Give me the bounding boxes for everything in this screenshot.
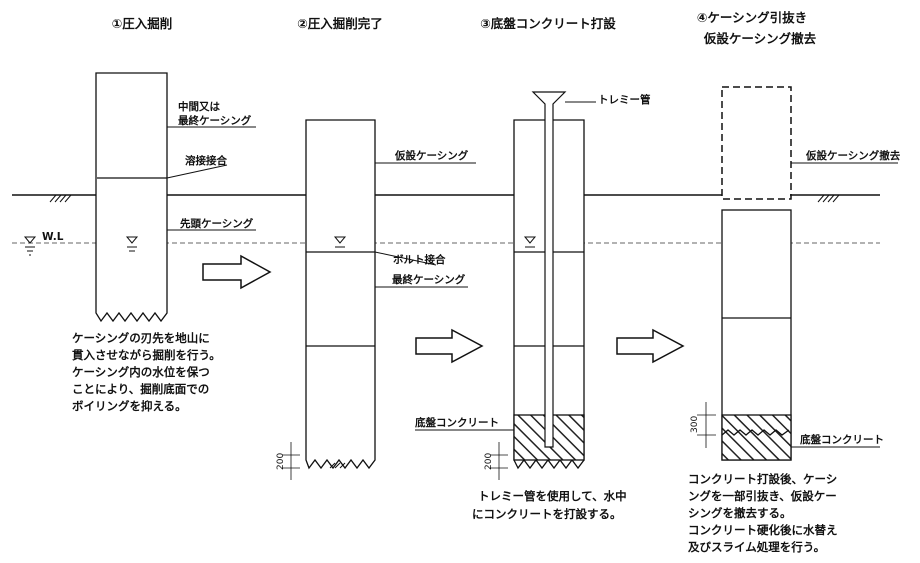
svg-text:にコンクリートを打設する。: にコンクリートを打設する。 <box>472 507 622 521</box>
step4-note: コンクリート打設後、ケーシ ングを一部引抜き、仮設ケー シングを撤去する。 コン… <box>688 472 838 554</box>
step3-title: ③底盤コンクリート打設 <box>480 16 616 31</box>
step1-note: ケーシングの刃先を地山に 貫入させながら掘削を行う。 ケーシング内の水位を保つ … <box>72 331 221 413</box>
step1-label-intermediate: 中間又は <box>178 100 220 113</box>
water-level-label: W.L <box>42 231 64 243</box>
step2-leaders <box>374 162 476 288</box>
step4-bottom-concrete <box>721 414 792 461</box>
step1-label-weld: 溶接接合 <box>185 154 227 167</box>
step3-leaders <box>415 101 596 431</box>
step2-label-temp: 仮設ケーシング <box>394 149 469 162</box>
step4-removed-casing-outline <box>721 86 792 200</box>
svg-text:ことにより、掘削底面での: ことにより、掘削底面での <box>72 382 209 396</box>
step4-label-concrete: 底盤コンクリート <box>800 433 884 446</box>
step1-label-tip: 先頭ケーシング <box>180 217 254 230</box>
step4-leaders <box>791 162 898 448</box>
step1-casing <box>95 72 168 323</box>
arrow-step2-to-step3 <box>415 328 484 364</box>
step3-dimension <box>490 442 508 480</box>
ground-hatch-marks <box>49 194 840 203</box>
step1-water-symbol <box>125 236 139 252</box>
step1-leaders <box>166 126 256 231</box>
step3-label-concrete: 底盤コンクリート <box>415 416 499 429</box>
svg-text:ケーシング内の水位を保つ: ケーシング内の水位を保つ <box>72 365 210 379</box>
step4-label-removed: 仮設ケーシング撤去 <box>805 149 901 162</box>
step2-dimension-label: 200 <box>276 453 286 470</box>
svg-text:ボイリングを抑える。: ボイリングを抑える。 <box>72 399 187 413</box>
step4-casing-tip <box>721 429 790 436</box>
svg-text:貫入させながら掘削を行う。: 貫入させながら掘削を行う。 <box>72 348 221 362</box>
step2-dimension <box>282 442 300 480</box>
svg-text:ングを一部引抜き、仮設ケー: ングを一部引抜き、仮設ケー <box>688 489 837 503</box>
step4-dimension <box>697 402 716 448</box>
svg-text:ケーシングの刃先を地山に: ケーシングの刃先を地山に <box>72 331 210 345</box>
arrow-step1-to-step2 <box>202 254 272 290</box>
step2-title: ②圧入掘削完了 <box>297 16 383 31</box>
step2-water-symbol <box>333 236 347 248</box>
svg-text:トレミー管を使用して、水中: トレミー管を使用して、水中 <box>478 489 627 503</box>
arrow-step3-to-step4 <box>616 328 685 364</box>
svg-text:及びスライム処理を行う。: 及びスライム処理を行う。 <box>688 540 825 554</box>
step1-label-final: 最終ケーシング <box>178 114 252 127</box>
step2-casing <box>305 119 376 470</box>
step2-label-final: 最終ケーシング <box>392 273 466 286</box>
water-level-symbol <box>23 236 37 256</box>
step4-dimension-label: 300 <box>690 416 700 433</box>
svg-text:コンクリート硬化後に水替え: コンクリート硬化後に水替え <box>688 523 838 537</box>
step3-note: トレミー管を使用して、水中 にコンクリートを打設する。 <box>472 489 627 521</box>
svg-text:シングを撤去する。: シングを撤去する。 <box>688 506 792 520</box>
step3-label-tremie: トレミー管 <box>598 93 651 106</box>
step3-dimension-label: 200 <box>484 453 494 470</box>
svg-text:コンクリート打設後、ケーシ: コンクリート打設後、ケーシ <box>688 472 837 486</box>
step2-soil-mark <box>329 462 346 469</box>
step2-label-bolt: ボルト接合 <box>393 253 446 266</box>
step3-tremie-pipe <box>531 91 567 448</box>
step4-title-line1: ④ケーシング引抜き <box>697 10 807 25</box>
step1-title: ①圧入掘削 <box>112 16 173 31</box>
step4-title-line2: 仮設ケーシング撤去 <box>703 31 817 46</box>
step3-water-symbol <box>523 236 537 248</box>
